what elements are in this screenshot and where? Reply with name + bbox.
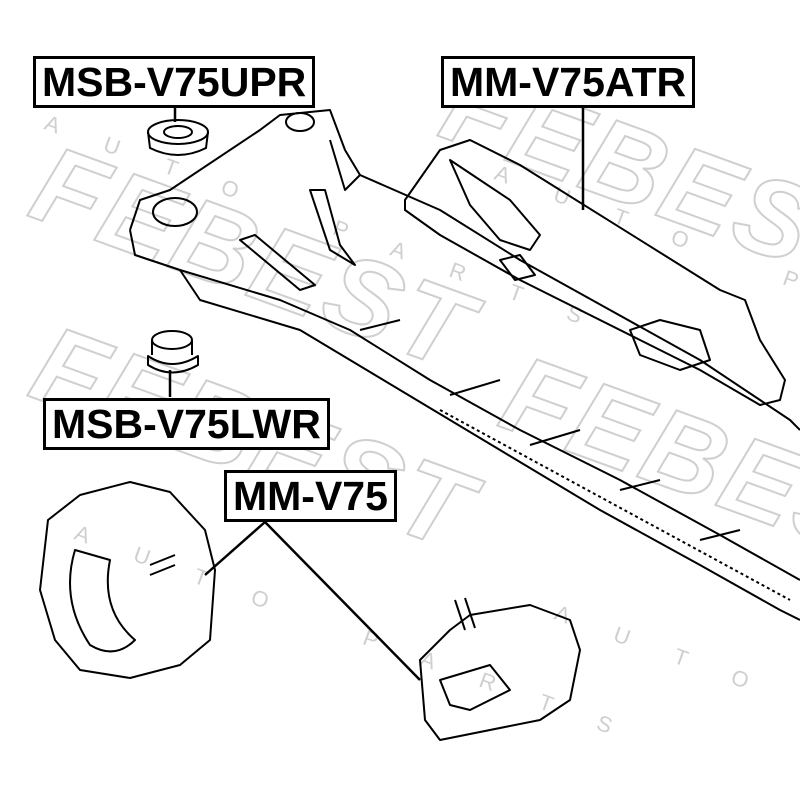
transmission-mount-drawing bbox=[404, 139, 786, 406]
engine-mount-right-drawing bbox=[419, 597, 581, 741]
part-label-mm-v75atr: MM-V75ATR bbox=[441, 56, 696, 108]
leader-lines bbox=[168, 108, 585, 681]
upper-bushing-drawing bbox=[147, 119, 209, 156]
lower-bushing-drawing bbox=[147, 330, 199, 374]
part-label-msb-v75lwr: MSB-V75LWR bbox=[43, 398, 330, 450]
part-label-mm-v75: MM-V75 bbox=[224, 470, 397, 522]
part-label-msb-v75upr: MSB-V75UPR bbox=[33, 56, 316, 108]
engine-mount-left-drawing bbox=[39, 481, 216, 679]
crossmember bbox=[129, 109, 800, 621]
